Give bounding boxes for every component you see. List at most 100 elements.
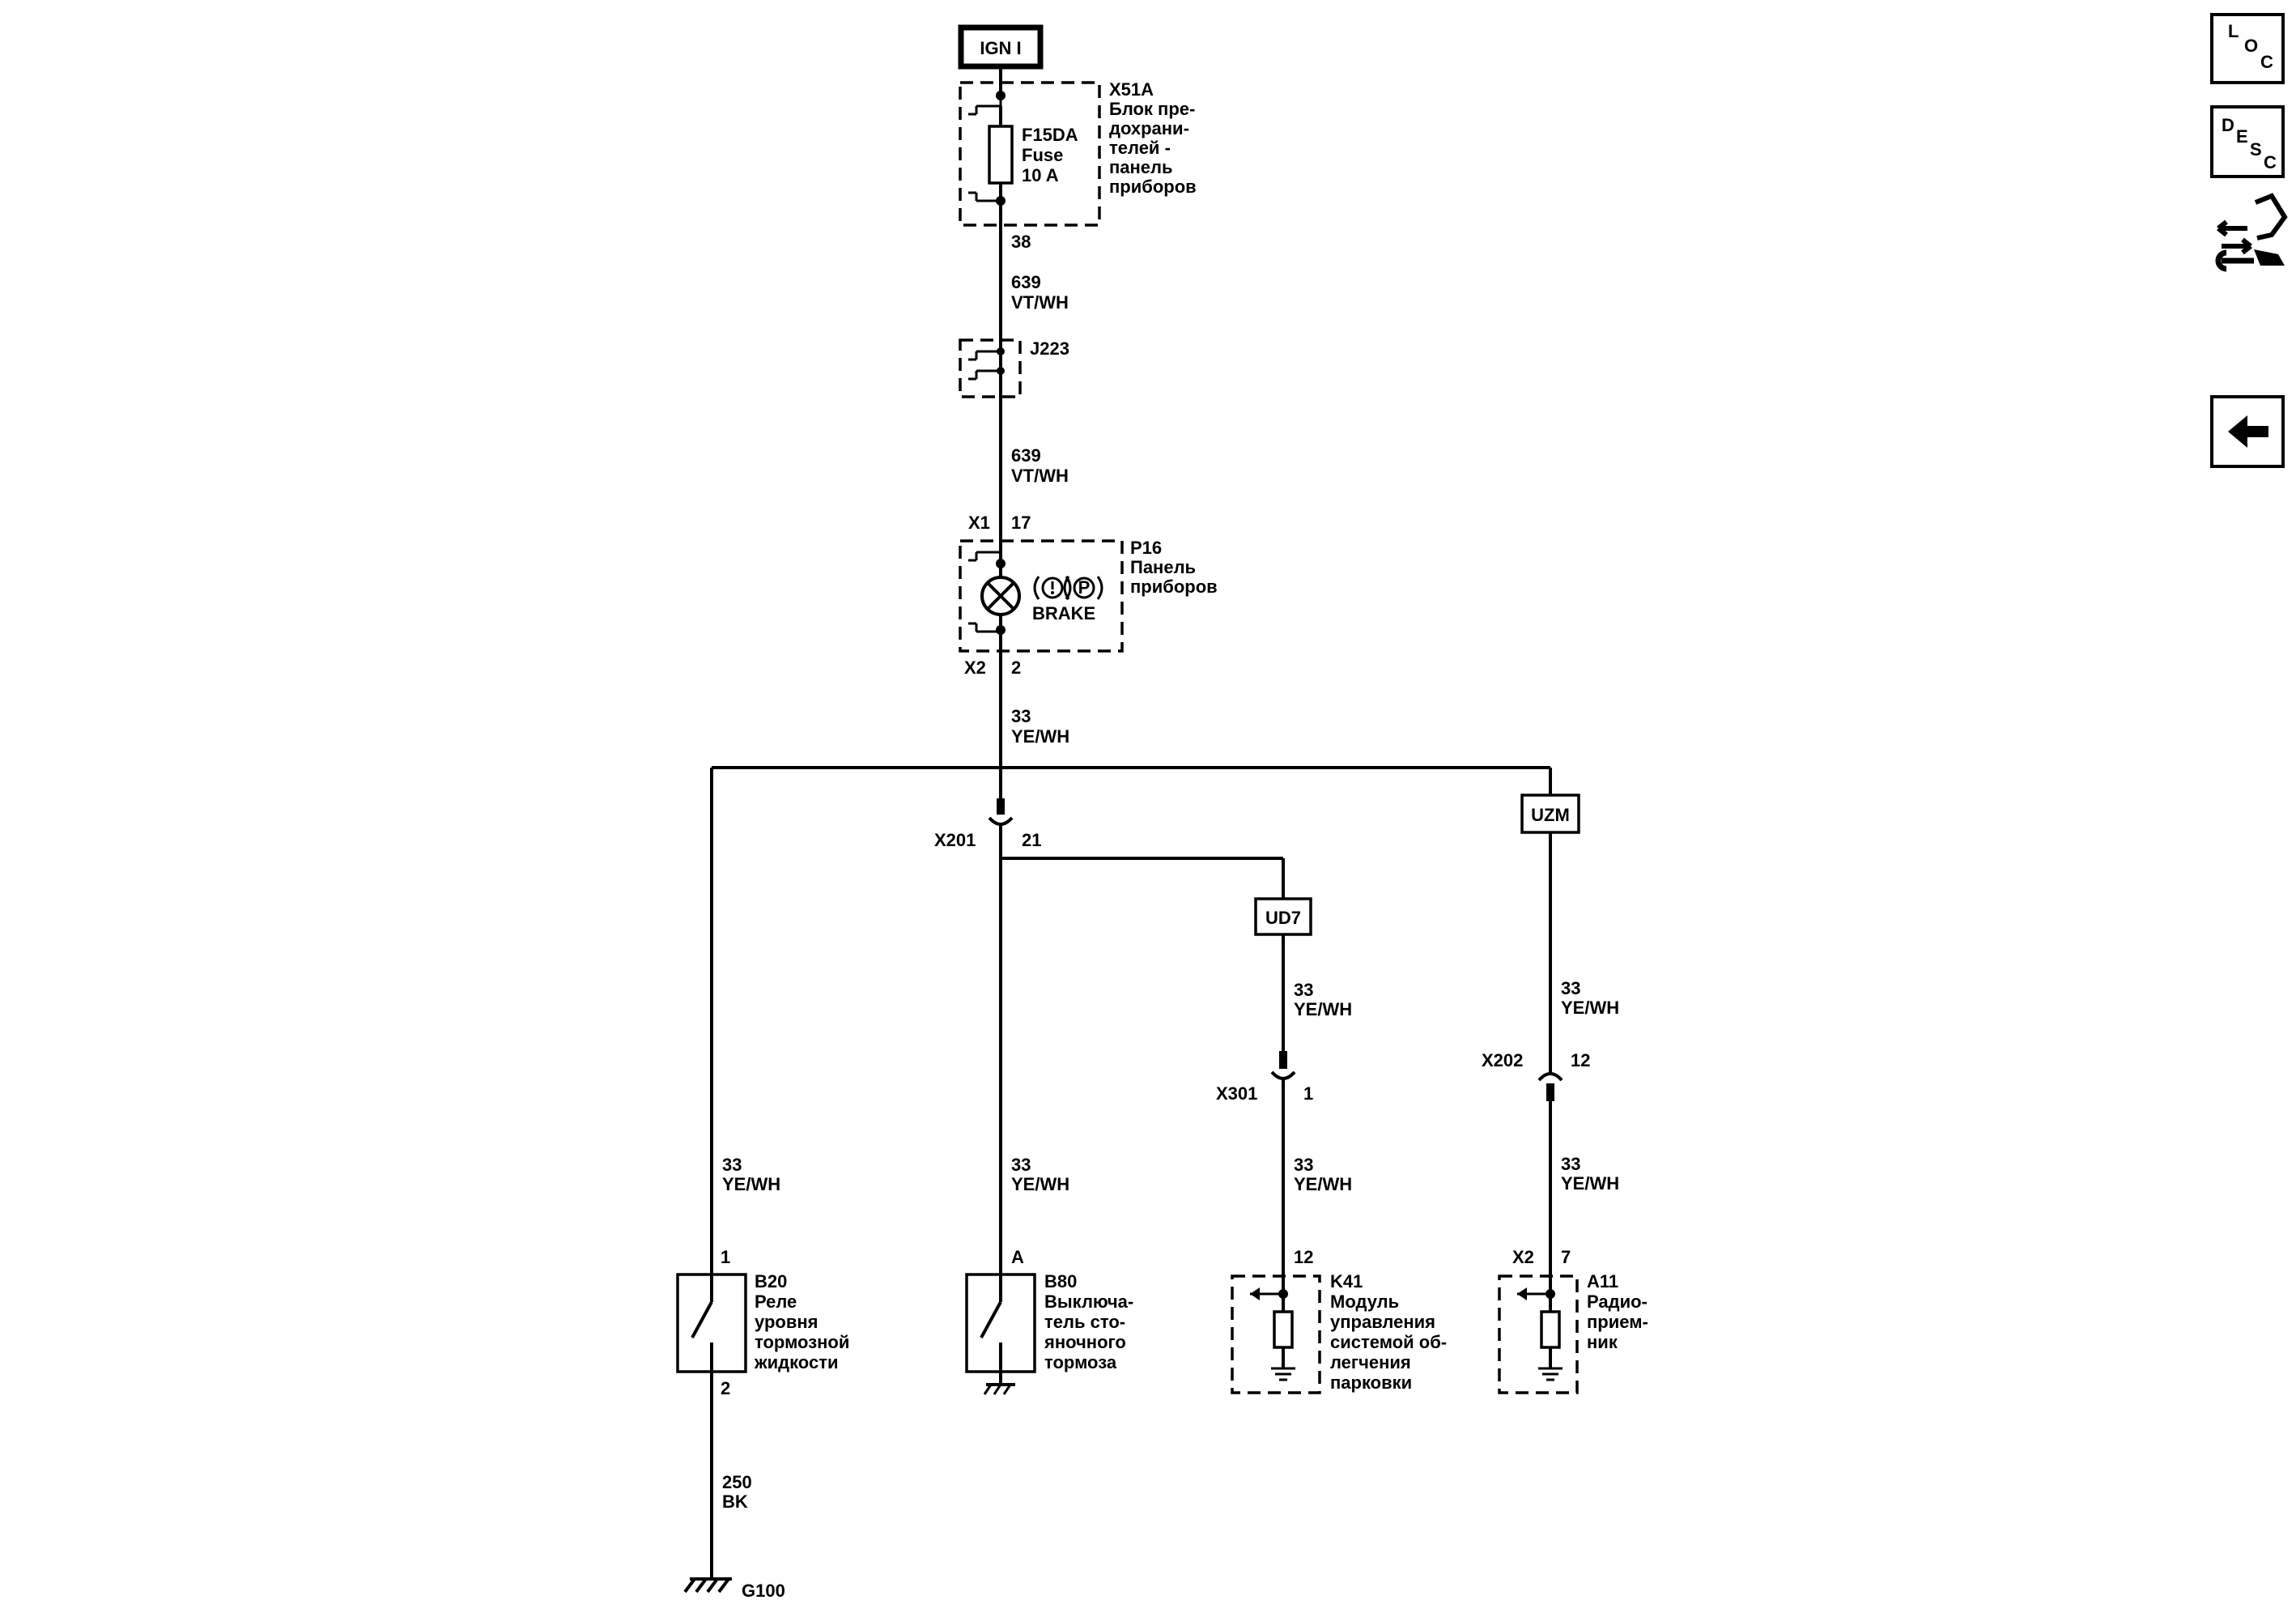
radio-a11[interactable] bbox=[1498, 1274, 1579, 1394]
desc-letter-d: D bbox=[2222, 115, 2234, 135]
k41-desc-1: Модуль bbox=[1330, 1291, 1399, 1312]
power-source-ign[interactable]: IGN I bbox=[958, 24, 1044, 70]
cluster-lamp-text: BRAKE bbox=[1032, 603, 1095, 623]
wire-ud7-color: YE/WH bbox=[1294, 999, 1352, 1019]
b20-ref: B20 bbox=[755, 1271, 787, 1291]
parking-assist-module-k41[interactable] bbox=[1231, 1274, 1321, 1394]
connector-x301-ref: X301 bbox=[1216, 1083, 1257, 1104]
wire-b20-color: YE/WH bbox=[722, 1174, 780, 1194]
a11-pin-top: 7 bbox=[1561, 1247, 1571, 1267]
b20-desc-3: тормозной bbox=[755, 1332, 849, 1352]
connector-x202-pin-label: 12 bbox=[1571, 1050, 1590, 1070]
loc-letter-c: C bbox=[2260, 52, 2273, 72]
option-uzm[interactable]: UZM bbox=[1520, 794, 1580, 834]
cluster-ref: P16 bbox=[1130, 538, 1162, 558]
b80-desc-4: тормоза bbox=[1044, 1352, 1117, 1372]
connector-x301-socket[interactable] bbox=[1270, 1070, 1296, 1080]
b80-desc-3: яночного bbox=[1044, 1332, 1126, 1352]
splice-ref: J223 bbox=[1030, 338, 1069, 359]
k41-pin-top: 12 bbox=[1294, 1247, 1313, 1267]
svg-text:P: P bbox=[1078, 577, 1091, 598]
desc-letter-c: C bbox=[2264, 152, 2277, 172]
connector-x202-ref: X202 bbox=[1482, 1050, 1523, 1070]
wire-a11-circuit: 33 bbox=[1561, 1154, 1580, 1174]
cluster-pin-in: 17 bbox=[1011, 513, 1031, 533]
connector-x301-pin bbox=[1279, 1051, 1287, 1069]
fuse-type: Fuse bbox=[1022, 145, 1063, 165]
desc-letter-e: E bbox=[2236, 126, 2248, 147]
back-arrow-icon bbox=[2228, 415, 2268, 448]
fuse-block-ref: X51A bbox=[1109, 79, 1154, 100]
connector-view-icon[interactable] bbox=[2215, 193, 2288, 272]
b80-desc-1: Выключа- bbox=[1044, 1291, 1133, 1312]
b80-pin-top: A bbox=[1011, 1247, 1024, 1267]
wire-k41-color: YE/WH bbox=[1294, 1174, 1352, 1194]
fuse-block-desc-1: Блок пре- bbox=[1109, 99, 1195, 119]
wire-b80-circuit: 33 bbox=[1011, 1155, 1031, 1175]
wire-639-lower-color: VT/WH bbox=[1011, 466, 1069, 486]
brake-fluid-level-switch-b20[interactable] bbox=[676, 1273, 747, 1373]
fuse-ref: F15DA bbox=[1022, 125, 1078, 145]
wire-a11-color: YE/WH bbox=[1561, 1173, 1619, 1194]
connector-x202-pin bbox=[1546, 1083, 1554, 1101]
b20-desc-1: Реле bbox=[755, 1291, 797, 1312]
connector-x201-pin-label: 21 bbox=[1022, 830, 1041, 850]
option-ud7-label: UD7 bbox=[1265, 908, 1301, 928]
fuse-block-desc-2: дохрани- bbox=[1109, 118, 1189, 138]
fuse-block-desc-4: панель bbox=[1109, 157, 1173, 177]
connector-x202-socket[interactable] bbox=[1537, 1072, 1563, 1082]
loc-letter-l: L bbox=[2228, 21, 2239, 41]
a11-desc-1: Радио- bbox=[1587, 1291, 1648, 1312]
cluster-desc-2: приборов bbox=[1130, 577, 1218, 597]
ground-ref: G100 bbox=[742, 1581, 785, 1601]
connector-x201-socket[interactable] bbox=[988, 816, 1014, 826]
b20-desc-4: жидкости bbox=[754, 1352, 839, 1372]
k41-desc-3: системой об- bbox=[1330, 1332, 1447, 1352]
a11-desc-2: прием- bbox=[1587, 1312, 1648, 1332]
connector-x201-ref: X201 bbox=[934, 830, 976, 850]
wire-639-upper-circuit: 639 bbox=[1011, 272, 1041, 292]
loc-button[interactable]: L O C bbox=[2210, 13, 2285, 84]
k41-desc-2: управления bbox=[1330, 1312, 1435, 1332]
wire-ud7-circuit: 33 bbox=[1294, 980, 1313, 1000]
cluster-pin-out: 2 bbox=[1011, 657, 1021, 678]
splice-pack-j223[interactable] bbox=[959, 338, 1022, 398]
wire-b80-color: YE/WH bbox=[1011, 1174, 1069, 1194]
fuse-block-x51a[interactable] bbox=[959, 81, 1101, 227]
connector-x301-pin-label: 1 bbox=[1303, 1083, 1313, 1104]
back-button[interactable] bbox=[2210, 395, 2285, 468]
wire-33-main-circuit: 33 bbox=[1011, 706, 1031, 726]
a11-connector: X2 bbox=[1512, 1247, 1534, 1267]
option-ud7[interactable]: UD7 bbox=[1254, 897, 1312, 936]
loc-letter-o: O bbox=[2244, 36, 2258, 56]
connector-x201-pin bbox=[997, 798, 1005, 815]
b20-desc-2: уровня bbox=[755, 1312, 818, 1332]
b80-desc-2: тель сто- bbox=[1044, 1312, 1125, 1332]
wire-b20-circuit: 33 bbox=[722, 1155, 742, 1175]
fuse-block-out-pin: 38 bbox=[1011, 232, 1031, 252]
cluster-connector-in: X1 bbox=[968, 513, 990, 533]
wire-639-upper-color: VT/WH bbox=[1011, 292, 1069, 313]
fuse-rating: 10 A bbox=[1022, 165, 1059, 185]
wire-639-lower-circuit: 639 bbox=[1011, 445, 1041, 466]
desc-button[interactable]: D E S C bbox=[2210, 105, 2285, 178]
option-uzm-label: UZM bbox=[1531, 805, 1570, 825]
b80-ref: B80 bbox=[1044, 1271, 1077, 1291]
a11-ref: A11 bbox=[1587, 1271, 1618, 1291]
wire-k41-circuit: 33 bbox=[1294, 1155, 1313, 1175]
desc-letter-s: S bbox=[2250, 139, 2262, 160]
k41-desc-4: легчения bbox=[1330, 1352, 1411, 1372]
ground-g100-icon bbox=[683, 1577, 732, 1594]
parking-brake-switch-b80[interactable] bbox=[965, 1273, 1036, 1385]
brake-warning-lamp-icon bbox=[980, 576, 1021, 616]
k41-desc-5: парковки bbox=[1330, 1372, 1412, 1393]
power-source-label: IGN I bbox=[980, 38, 1021, 58]
case-ground-icon bbox=[983, 1383, 1015, 1395]
fuse-block-desc-3: телей - bbox=[1109, 138, 1171, 158]
wire-uzm-circuit: 33 bbox=[1561, 978, 1580, 998]
instrument-cluster-p16[interactable]: P BRAKE bbox=[959, 539, 1124, 653]
wire-ground-circuit: 250 bbox=[722, 1472, 752, 1492]
brake-parking-symbol-icon: P bbox=[1033, 576, 1103, 600]
k41-ref: K41 bbox=[1330, 1271, 1363, 1291]
